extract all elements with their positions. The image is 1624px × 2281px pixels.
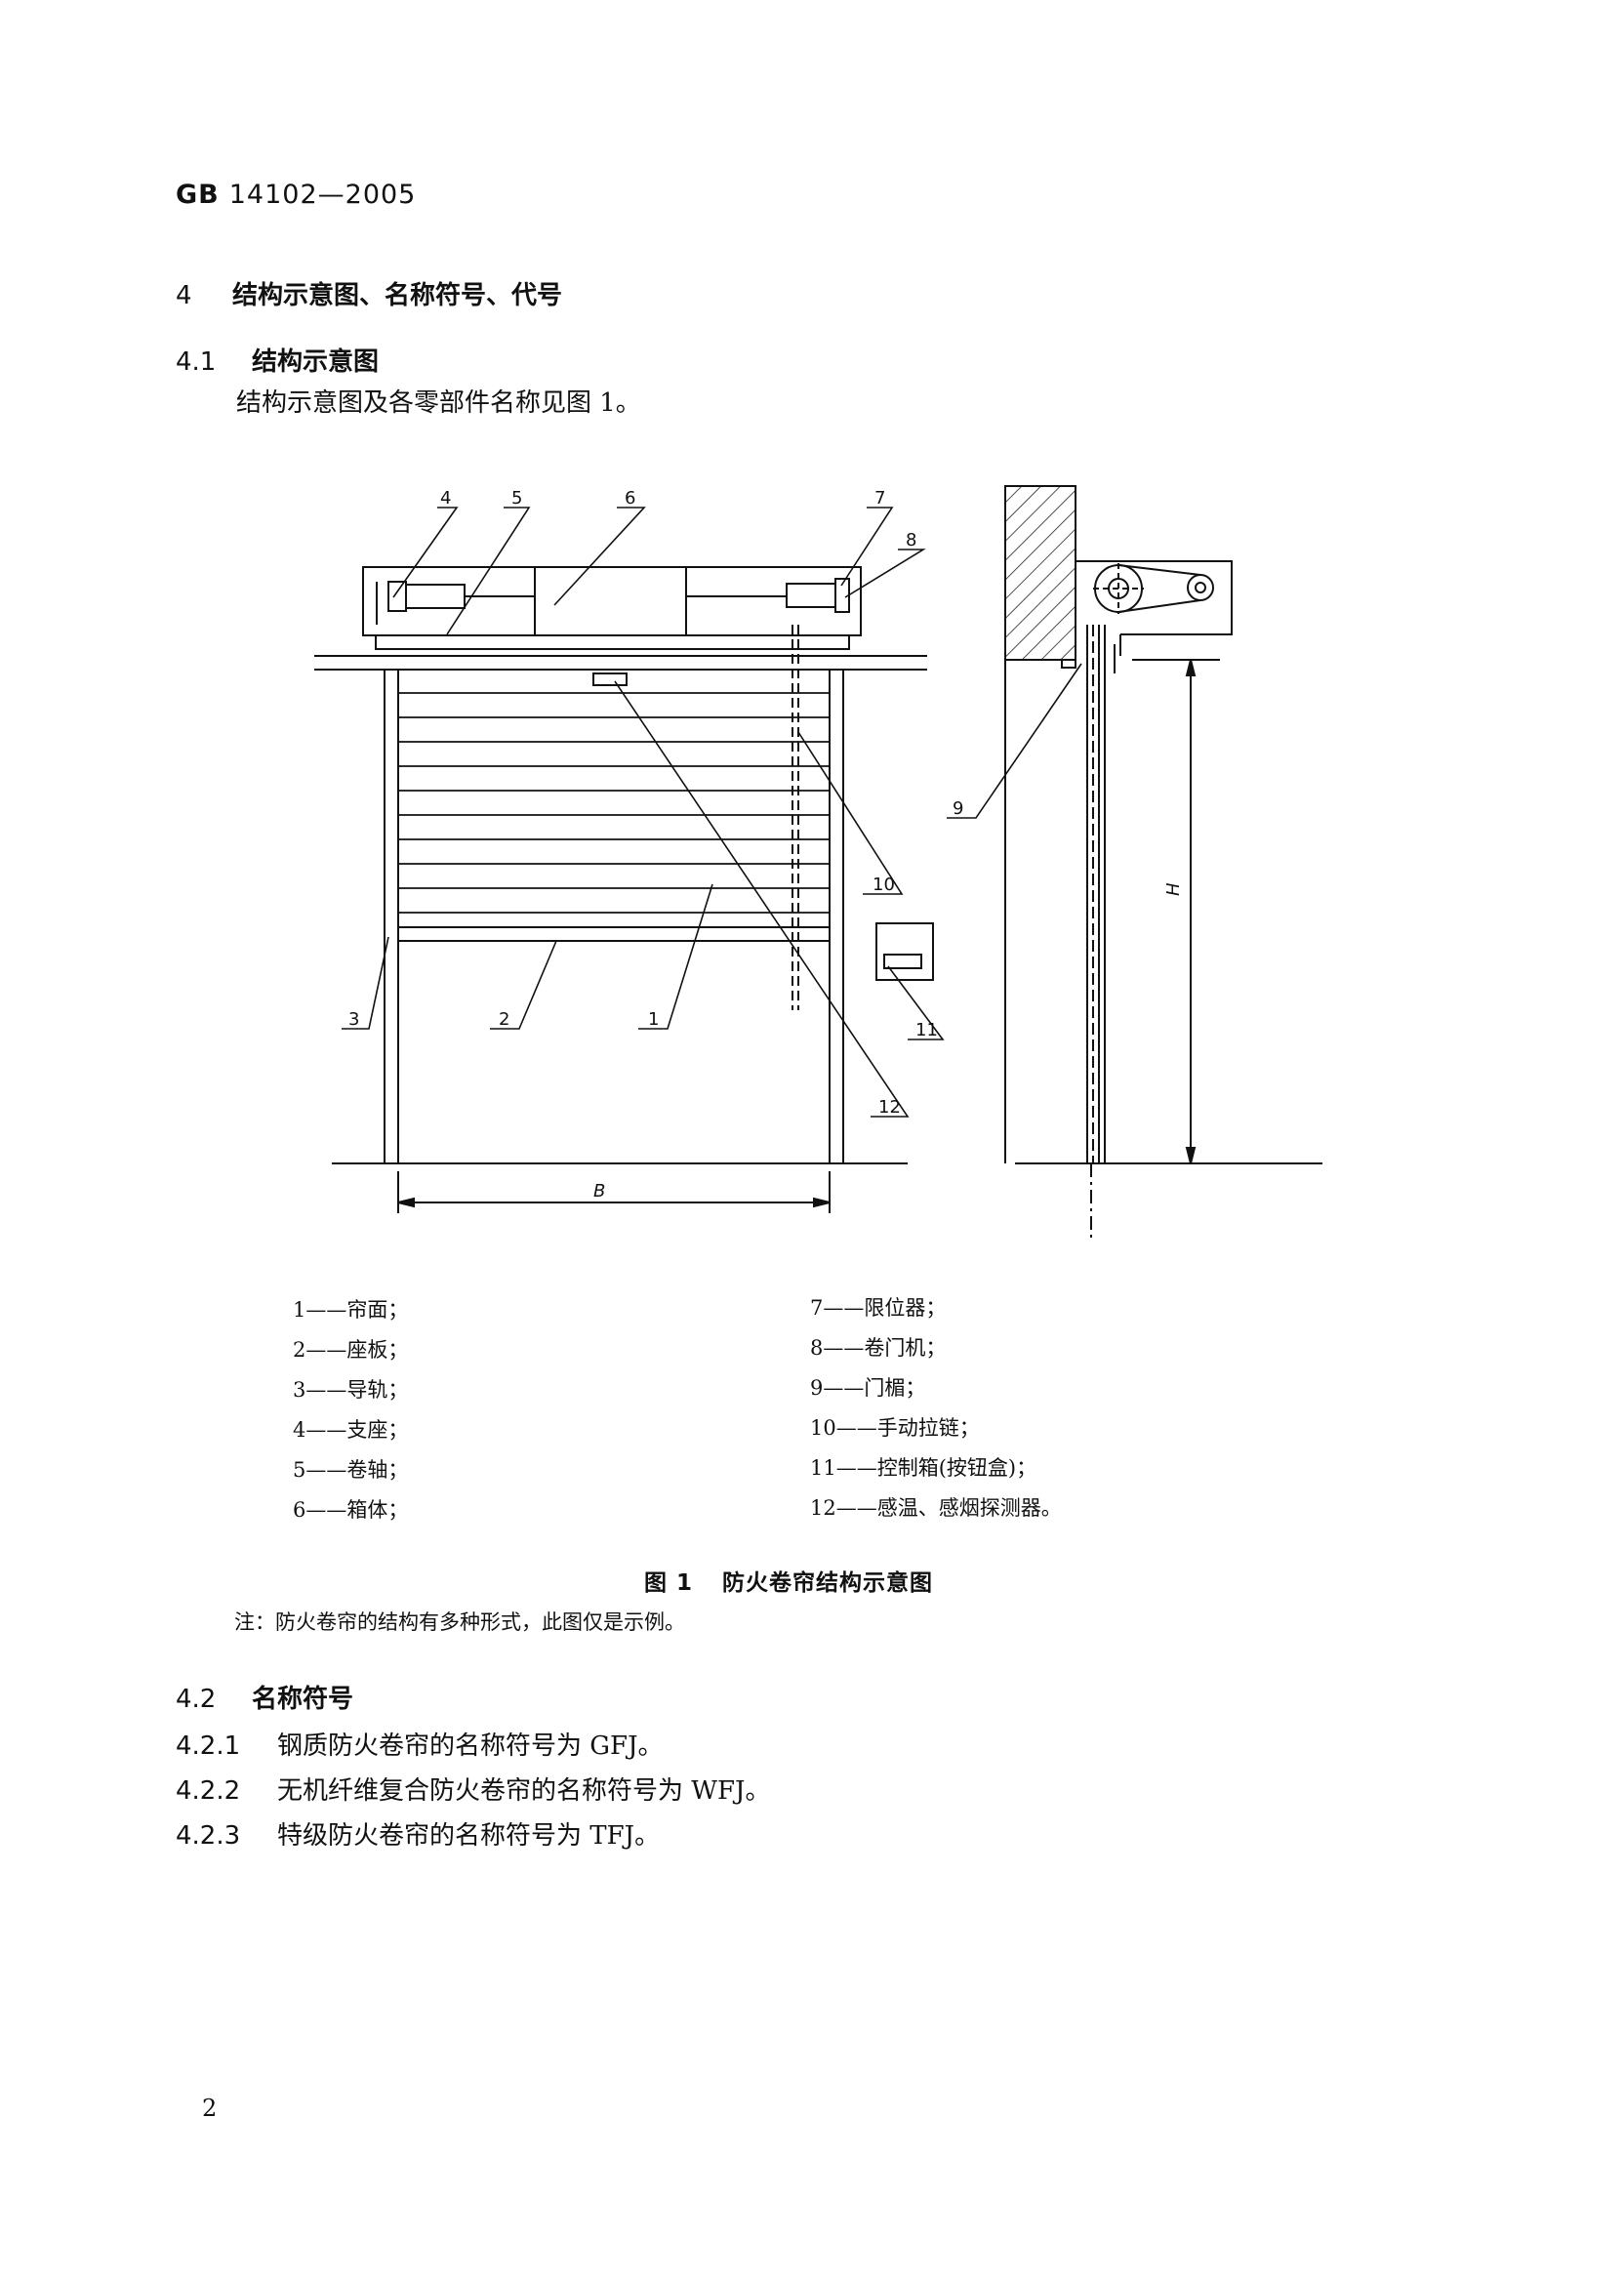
legend-item: 3——导轨； [293,1378,409,1402]
leader-lines [342,507,1082,1118]
legend-item: 4——支座； [293,1418,409,1442]
section-4-1-number: 4.1 [176,347,217,377]
callout-2: 2 [499,1009,509,1030]
callout-5: 5 [511,488,522,509]
callout-4: 4 [440,488,451,509]
callout-12: 12 [878,1097,901,1118]
section-4-2-2: 4.2.2 无机纤维复合防火卷帘的名称符号为 WFJ。 [176,1771,770,1807]
legend-item: 7——限位器； [810,1296,947,1320]
support-left [387,581,407,612]
control-box [875,922,934,981]
standard-number: GB 14102—2005 [176,180,416,210]
legend-item: 8——卷门机； [810,1336,947,1360]
item-number: 4.2.2 [176,1776,241,1806]
legend-item: 1——帘面； [293,1298,409,1322]
legend-item: 12——感温、感烟探测器。 [810,1496,1062,1520]
section-4-1-title: 结构示意图 [252,347,380,377]
control-box-button [883,954,922,969]
wall-lintel [1004,485,1076,661]
callout-6: 6 [625,488,635,509]
section-4-2-3: 4.2.3 特级防火卷帘的名称符号为 TFJ。 [176,1815,660,1852]
legend-item: 5——卷轴； [293,1458,409,1482]
callout-1: 1 [648,1009,659,1030]
legend-item: 11——控制箱(按钮盒)； [810,1456,1037,1480]
callout-3: 3 [348,1009,359,1030]
figure-caption: 图 1 防火卷帘结构示意图 [644,1564,933,1597]
section-4-1-heading: 4.1 结构示意图 [176,342,379,378]
dimension-h-label: H [1163,882,1184,896]
legend-item: 9——门楣； [810,1376,926,1400]
legend-right: 7——限位器； 8——卷门机； 9——门楣； 10——手动拉链； 11——控制箱… [810,1288,1062,1528]
item-text: 无机纤维复合防火卷帘的名称符号为 WFJ。 [277,1776,771,1806]
standard-code: 14102—2005 [228,180,417,210]
callout-11: 11 [915,1020,938,1040]
item-text: 钢质防火卷帘的名称符号为 GFJ。 [277,1731,664,1761]
callout-9: 9 [953,798,963,819]
standard-prefix: GB [176,180,220,210]
callout-8: 8 [906,530,916,550]
roller-shaft [405,584,466,609]
callout-7: 7 [874,488,885,509]
callout-10: 10 [873,875,895,895]
legend-item: 10——手动拉链； [810,1416,980,1440]
dimension-b-label: B [593,1181,605,1202]
item-text: 特级防火卷帘的名称符号为 TFJ。 [277,1821,661,1851]
fire-shutter-diagram: 4 5 6 7 8 9 10 11 12 3 2 1 B H [314,485,1322,1238]
legend-left: 1——帘面； 2——座板； 3——导轨； 4——支座； 5——卷轴； 6——箱体… [293,1290,408,1530]
section-4-2-heading: 4.2 名称符号 [176,1679,353,1715]
section-4-title: 结构示意图、名称符号、代号 [232,281,563,310]
section-4-1-text: 结构示意图及各零部件名称见图 1。 [236,388,641,418]
door-motor [786,583,836,608]
figure-caption-title: 防火卷帘结构示意图 [722,1570,934,1596]
callout-labels: 4 5 6 7 8 9 10 11 12 3 2 1 B H [348,488,1184,1202]
section-4-2-number: 4.2 [176,1685,217,1714]
curtain-slats [398,692,830,914]
section-4-number: 4 [176,281,192,310]
section-4-2-1: 4.2.1 钢质防火卷帘的名称符号为 GFJ。 [176,1726,664,1762]
detector [592,672,628,686]
section-4-heading: 4 结构示意图、名称符号、代号 [176,275,562,311]
item-number: 4.2.3 [176,1821,241,1851]
section-4-2-title: 名称符号 [252,1685,354,1714]
legend-item: 2——座板； [293,1338,409,1362]
figure-note: 注：防火卷帘的结构有多种形式，此图仅是示例。 [234,1610,685,1634]
side-motor-gear [1187,574,1214,601]
item-number: 4.2.1 [176,1731,241,1761]
legend-item: 6——箱体； [293,1498,409,1522]
figure-caption-number: 图 1 [644,1570,694,1596]
bottom-bar [397,926,831,942]
page-number: 2 [202,2095,218,2122]
housing-bottom-plate [375,634,850,650]
